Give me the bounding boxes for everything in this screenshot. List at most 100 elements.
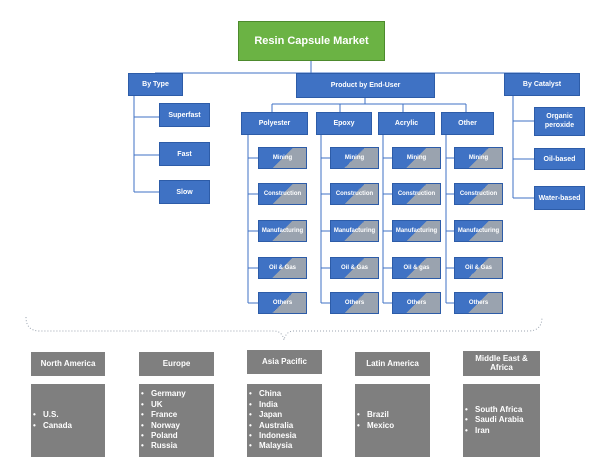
catalyst-item-label: Water-based: [538, 194, 581, 202]
region-header-latin-america: Latin America: [355, 352, 430, 376]
other-item-box: Construction: [454, 183, 503, 205]
region-name: Latin America: [366, 358, 419, 368]
leaf-label: Others: [272, 300, 293, 306]
leaf-label: Construction: [459, 191, 498, 197]
polyester-item-box: Construction: [258, 183, 307, 205]
type-superfast-box: Superfast: [159, 103, 210, 127]
country-item: Canada: [31, 421, 72, 432]
leaf-label: Mining: [406, 155, 427, 161]
leaf-label: Manufacturing: [395, 228, 438, 234]
epoxy-item-box: Others: [330, 292, 379, 314]
type-item-label: Fast: [177, 150, 192, 158]
country-item: Russia: [139, 441, 186, 452]
group-epoxy-box: Epoxy: [316, 112, 372, 135]
group-label: Epoxy: [333, 120, 355, 127]
leaf-label: Oil & Gas: [340, 265, 368, 271]
leaf-label: Oil & gas: [403, 265, 430, 271]
group-acrylic-box: Acrylic: [378, 112, 435, 135]
acrylic-item-box: Construction: [392, 183, 441, 205]
acrylic-item-box: Others: [392, 292, 441, 314]
region-name: Middle East & Africa: [475, 353, 528, 372]
region-name: North America: [40, 358, 96, 368]
leaf-label: Others: [406, 300, 427, 306]
leaf-label: Construction: [397, 191, 436, 197]
country-item: China: [247, 389, 296, 400]
group-polyester-box: Polyester: [241, 112, 308, 135]
country-item: Japan: [247, 410, 296, 421]
leaf-label: Others: [468, 300, 489, 306]
region-header-north-america: North America: [31, 352, 105, 376]
leaf-label: Manufacturing: [457, 228, 500, 234]
end-user-label: Product by End-User: [330, 82, 401, 89]
country-item: Australia: [247, 421, 296, 432]
leaf-label: Manufacturing: [261, 228, 304, 234]
region-name: Asia Pacific: [262, 356, 307, 366]
other-item-box: Others: [454, 292, 503, 314]
catalyst-item-label: Organic peroxide: [544, 113, 575, 129]
country-item: Iran: [463, 426, 524, 437]
other-item-box: Manufacturing: [454, 220, 503, 242]
region-countries-europe: Germany UK France Norway Poland Russia: [139, 384, 214, 457]
group-other-box: Other: [441, 112, 494, 135]
region-header-europe: Europe: [139, 352, 214, 376]
leaf-label: Construction: [263, 191, 302, 197]
acrylic-item-box: Mining: [392, 147, 441, 169]
country-item: South Africa: [463, 405, 524, 416]
other-item-box: Oil & Gas: [454, 257, 503, 279]
market-title-box: Resin Capsule Market: [238, 21, 385, 61]
epoxy-item-box: Mining: [330, 147, 379, 169]
catalyst-oil-based-box: Oil-based: [534, 148, 585, 170]
leaf-label: Oil & Gas: [464, 265, 492, 271]
catalyst-water-based-box: Water-based: [534, 186, 585, 210]
leaf-label: Construction: [335, 191, 374, 197]
market-title: Resin Capsule Market: [254, 35, 369, 47]
leaf-label: Oil & Gas: [268, 265, 296, 271]
country-item: Indonesia: [247, 431, 296, 442]
group-label: Acrylic: [394, 120, 419, 127]
country-item: Saudi Arabia: [463, 415, 524, 426]
group-label: Other: [458, 120, 477, 127]
country-item: Brazil: [355, 410, 394, 421]
type-item-label: Superfast: [168, 111, 201, 119]
region-countries-middle-east-africa: South Africa Saudi Arabia Iran: [463, 384, 540, 457]
leaf-label: Mining: [344, 155, 365, 161]
region-countries-north-america: U.S. Canada: [31, 384, 105, 457]
epoxy-item-box: Manufacturing: [330, 220, 379, 242]
leaf-label: Manufacturing: [333, 228, 376, 234]
country-item: Germany: [139, 389, 186, 400]
country-item: U.S.: [31, 410, 72, 421]
country-item: France: [139, 410, 186, 421]
region-name: Europe: [162, 358, 191, 368]
type-slow-box: Slow: [159, 180, 210, 204]
epoxy-item-box: Construction: [330, 183, 379, 205]
by-catalyst-box: By Catalyst: [504, 73, 580, 96]
epoxy-item-box: Oil & Gas: [330, 257, 379, 279]
country-item: India: [247, 400, 296, 411]
acrylic-item-box: Manufacturing: [392, 220, 441, 242]
leaf-label: Others: [344, 300, 365, 306]
acrylic-item-box: Oil & gas: [392, 257, 441, 279]
country-item: Mexico: [355, 421, 394, 432]
region-countries-latin-america: Brazil Mexico: [355, 384, 430, 457]
by-catalyst-label: By Catalyst: [522, 81, 562, 88]
country-item: UK: [139, 400, 186, 411]
group-label: Polyester: [258, 120, 291, 127]
leaf-label: Mining: [468, 155, 489, 161]
polyester-item-box: Oil & Gas: [258, 257, 307, 279]
country-item: Malaysia: [247, 441, 296, 452]
other-item-box: Mining: [454, 147, 503, 169]
country-item: Poland: [139, 431, 186, 442]
leaf-label: Mining: [272, 155, 293, 161]
catalyst-item-label: Oil-based: [543, 155, 576, 163]
region-header-asia-pacific: Asia Pacific: [247, 350, 322, 374]
polyester-item-box: Others: [258, 292, 307, 314]
polyester-item-box: Mining: [258, 147, 307, 169]
end-user-box: Product by End-User: [296, 73, 435, 98]
country-item: Norway: [139, 421, 186, 432]
catalyst-organic-peroxide-box: Organic peroxide: [534, 107, 585, 136]
region-header-middle-east-africa: Middle East & Africa: [463, 351, 540, 376]
by-type-box: By Type: [128, 73, 183, 96]
type-fast-box: Fast: [159, 142, 210, 166]
region-countries-asia-pacific: China India Japan Australia Indonesia Ma…: [247, 384, 322, 457]
